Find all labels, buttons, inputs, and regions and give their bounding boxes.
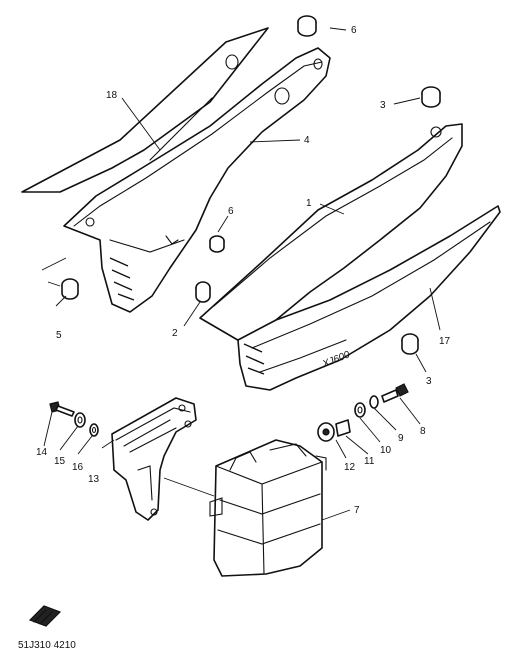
callout-6: 6 — [351, 25, 357, 36]
washer-16 — [89, 423, 99, 437]
callout-labels: 6 3 18 4 1 6 2 5 17 3 8 9 10 11 12 7 14 … — [36, 25, 451, 516]
callout-16: 16 — [72, 462, 84, 473]
callout-4: 4 — [304, 135, 310, 146]
callout-6-lower: 6 — [228, 206, 234, 217]
washer-10 — [354, 402, 366, 418]
left-side-cover — [63, 47, 331, 313]
callout-10: 10 — [380, 445, 392, 456]
front-direction-icon — [28, 605, 62, 627]
grommet-5 — [61, 278, 79, 300]
callout-18: 18 — [106, 90, 118, 101]
washer-9 — [369, 395, 379, 409]
callout-1: 1 — [306, 198, 312, 209]
bolt-8 — [381, 383, 409, 403]
callout-3-upper: 3 — [380, 100, 386, 111]
rubber-damper-12 — [317, 422, 335, 442]
callout-2: 2 — [172, 328, 178, 339]
grommet-6 — [297, 15, 317, 37]
battery-case — [209, 439, 327, 577]
callout-12: 12 — [344, 462, 356, 473]
grommet-3-upper — [421, 86, 441, 108]
callout-11: 11 — [364, 456, 375, 467]
grommet-6-lower — [209, 235, 225, 253]
callout-17: 17 — [439, 336, 451, 347]
callout-5: 5 — [56, 330, 62, 341]
left-side-cover-panel — [21, 27, 269, 193]
callout-3-lower: 3 — [426, 376, 432, 387]
grommet-3-lower — [401, 333, 419, 355]
footer-block: 51J310 4210 — [18, 605, 76, 651]
right-side-cover: XJ600 — [199, 123, 501, 391]
callout-9: 9 — [398, 433, 404, 444]
bolt-14 — [49, 401, 75, 417]
callout-8: 8 — [420, 426, 426, 437]
washer-15 — [74, 412, 86, 428]
leader-lines — [41, 27, 441, 521]
figure-code: 51J310 4210 — [18, 640, 76, 651]
callout-14: 14 — [36, 447, 48, 458]
grommet-2 — [195, 281, 211, 303]
callout-15: 15 — [54, 456, 66, 467]
callout-13: 13 — [88, 474, 100, 485]
callout-7: 7 — [354, 505, 360, 516]
collar-11 — [335, 419, 351, 437]
battery-bracket — [111, 397, 197, 521]
